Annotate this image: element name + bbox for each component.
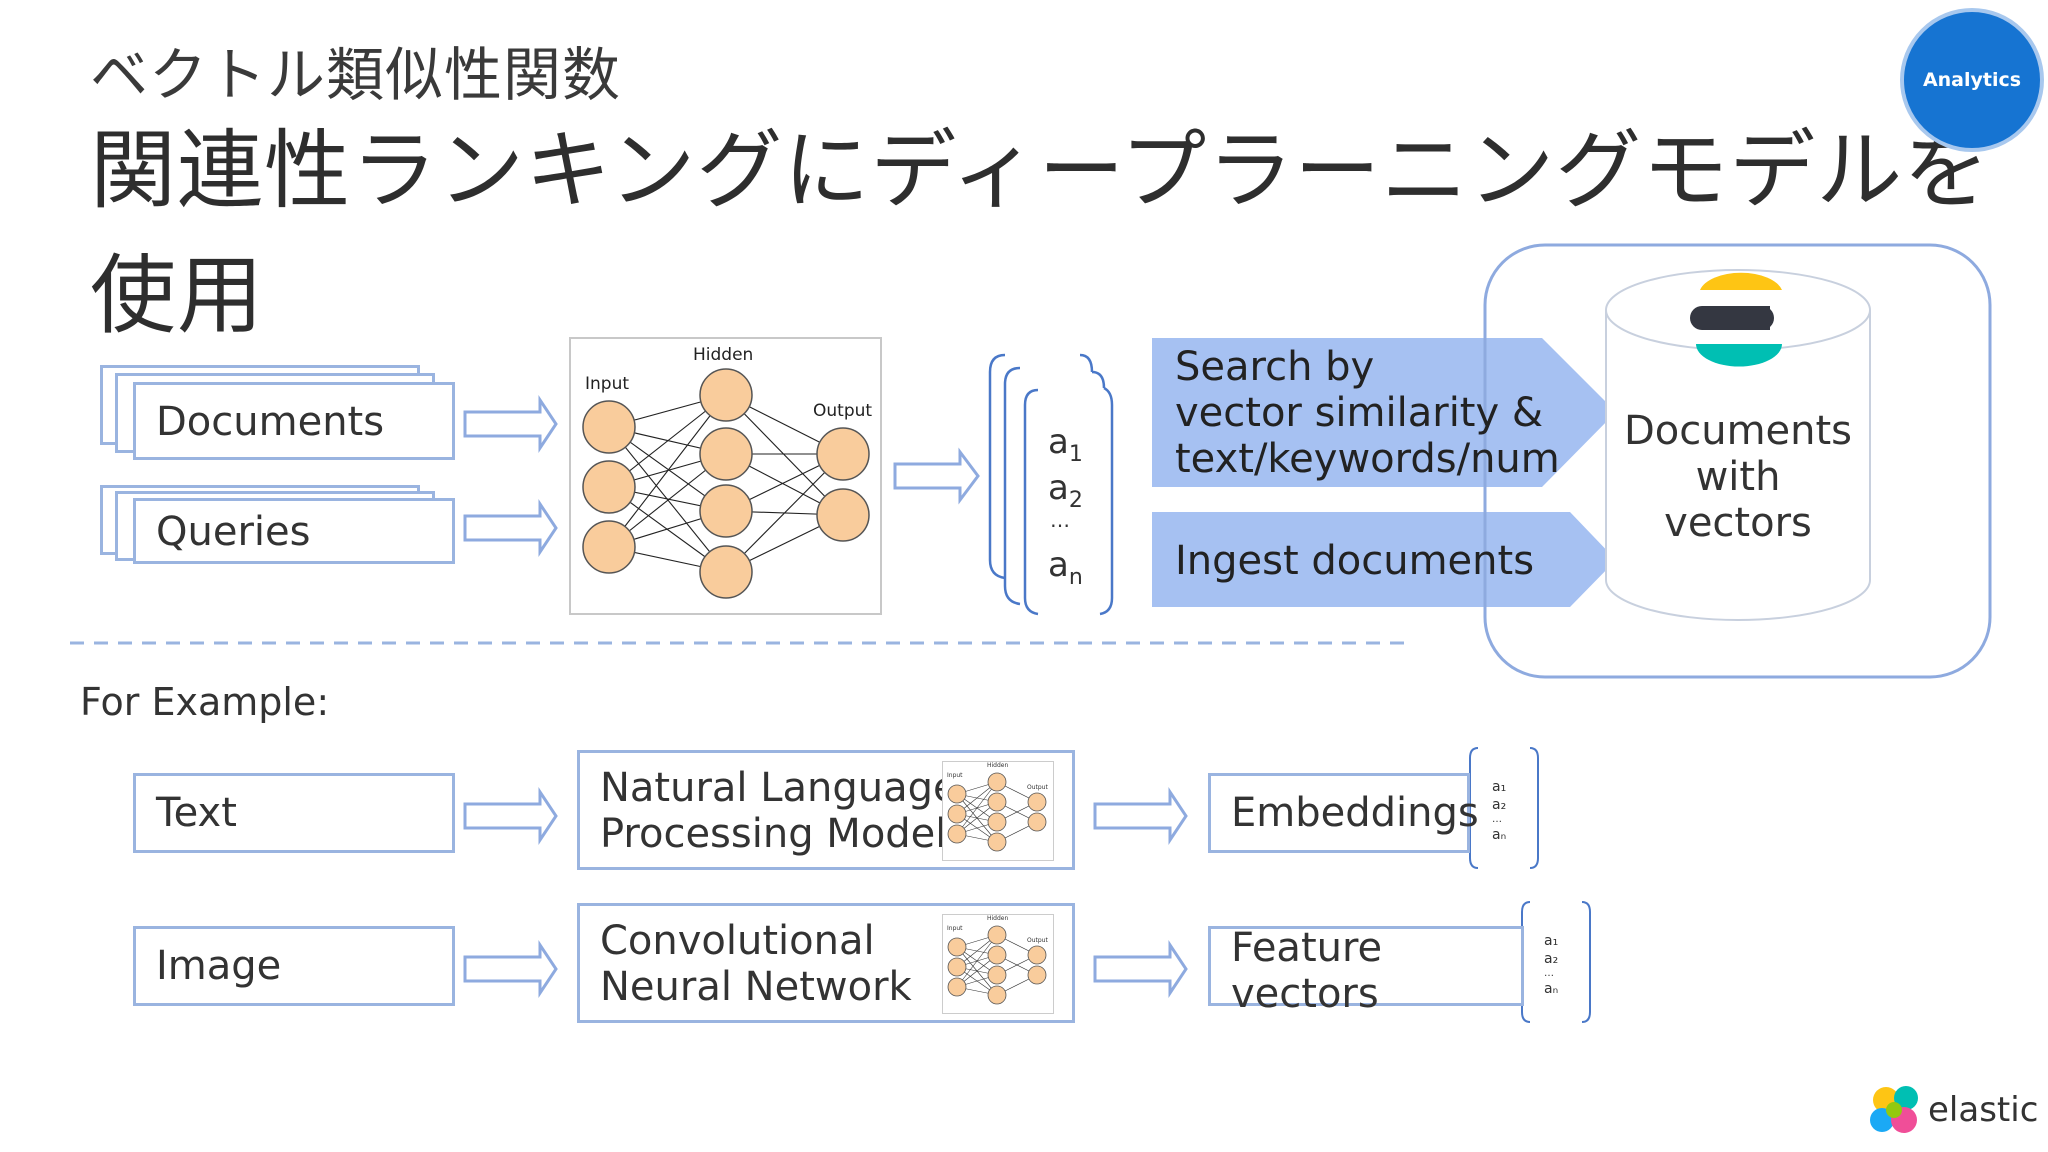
cnn-model-label: Convolutional Neural Network (600, 918, 912, 1010)
mini-vector-a1: a₁ (1492, 779, 1507, 795)
elastic-logo-text: elastic (1928, 1090, 2039, 1130)
embeddings-box: Embeddings (1208, 773, 1479, 853)
elasticsearch-logo-icon (1690, 272, 1782, 367)
nlp-model-label: Natural Language Processing Model (600, 765, 958, 857)
mini-nn-hidden-label: Hidden (987, 762, 1009, 769)
mini-nn-hidden-label: Hidden (987, 915, 1009, 922)
cylinder-label: Documents with vectors (1608, 408, 1868, 546)
mini-vector-a2: a₂ (1544, 951, 1559, 967)
mini-vector-a1: a₁ (1544, 933, 1559, 949)
cylinder-line-3: vectors (1664, 500, 1812, 546)
ingest-arrow-text: Ingest documents (1175, 538, 1535, 584)
text-input-label: Text (156, 790, 237, 836)
image-input-label: Image (156, 943, 282, 989)
image-input-box: Image (133, 926, 455, 1006)
vector-an: an (1048, 545, 1083, 590)
nlp-line-2: Processing Model (600, 811, 947, 857)
cylinder-line-1: Documents (1623, 408, 1853, 454)
mini-vector-2: a₁ a₂ … aₙ (1544, 932, 1558, 998)
mini-neural-network-icon (947, 925, 1047, 1005)
mini-vector-dots: … (1544, 968, 1554, 979)
feature-vectors-label: Feature vectors (1231, 925, 1382, 1017)
analytics-badge: Analytics (1900, 8, 2044, 152)
nlp-model-box: Natural Language Processing Model Input … (577, 750, 1075, 870)
arrow-image-to-cnn (463, 940, 558, 998)
cylinder-line-2: with (1695, 454, 1781, 500)
nn-input-label: Input (585, 374, 630, 394)
arrow-queries-to-nn (463, 499, 558, 557)
feature-vectors-box: Feature vectors (1208, 925, 1524, 1017)
vector-a1: a1 (1048, 422, 1083, 467)
elasticsearch-container (1483, 243, 1992, 679)
search-arrow-text: Search by vector similarity & text/keywo… (1175, 344, 1560, 482)
slide-title: 関連性ランキングにディープラーニングモデルを使用 (90, 121, 1991, 346)
mini-vector-1: a₁ a₂ … aₙ (1492, 778, 1506, 844)
for-example-label: For Example: (80, 680, 330, 724)
feature-line-1: Feature (1231, 925, 1383, 971)
cnn-line-2: Neural Network (600, 964, 912, 1010)
cnn-mini-nn: Input Hidden Output (942, 914, 1054, 1014)
cnn-model-box: Convolutional Neural Network Input Hidde… (577, 903, 1075, 1023)
search-line-2: vector similarity & (1175, 390, 1544, 436)
mini-vector-a2: a₂ (1492, 797, 1507, 813)
documents-box: Documents (133, 382, 455, 460)
cnn-line-1: Convolutional (600, 918, 875, 964)
nn-hidden-label: Hidden (693, 345, 754, 365)
mini-nn-output-label: Output (1027, 937, 1048, 944)
neural-network-icon (582, 368, 870, 599)
mini-nn-output-label: Output (1027, 784, 1048, 791)
analytics-badge-label: Analytics (1922, 69, 2022, 91)
mini-vector-an: aₙ (1492, 827, 1507, 843)
vector-dots: … (1050, 508, 1070, 532)
nlp-mini-nn: Input Hidden Output (942, 761, 1054, 861)
embeddings-label: Embeddings (1231, 790, 1479, 836)
vector-a2: a2 (1048, 468, 1083, 513)
elastic-logo-icon (1870, 1086, 1918, 1133)
arrow-documents-to-nn (463, 395, 558, 453)
search-line-1: Search by (1175, 344, 1375, 390)
queries-label: Queries (156, 509, 311, 555)
mini-nn-input-label: Input (947, 925, 963, 932)
search-arrow-shape (1152, 338, 1616, 487)
arrow-nn-to-vector (893, 447, 980, 505)
documents-label: Documents (156, 399, 385, 445)
mini-vector-brackets-1 (1469, 747, 1539, 869)
mini-neural-network-icon (947, 772, 1047, 852)
arrow-text-to-nlp (463, 787, 558, 845)
ingest-arrow-shape (1152, 512, 1616, 607)
feature-line-2: vectors (1231, 971, 1379, 1017)
neural-network-diagram: Input Hidden Output (569, 337, 882, 615)
arrow-nlp-to-embeddings (1093, 787, 1188, 845)
mini-vector-dots: … (1492, 814, 1502, 825)
slide-subtitle: ベクトル類似性関数 (90, 41, 622, 109)
arrow-cnn-to-features (1093, 940, 1188, 998)
queries-box: Queries (133, 498, 455, 564)
vector-brackets-top (988, 353, 1114, 616)
nn-output-label: Output (813, 401, 873, 421)
mini-vector-an: aₙ (1544, 981, 1559, 997)
search-line-3: text/keywords/num (1175, 436, 1560, 482)
text-input-box: Text (133, 773, 455, 853)
mini-nn-input-label: Input (947, 772, 963, 779)
nlp-line-1: Natural Language (600, 765, 958, 811)
